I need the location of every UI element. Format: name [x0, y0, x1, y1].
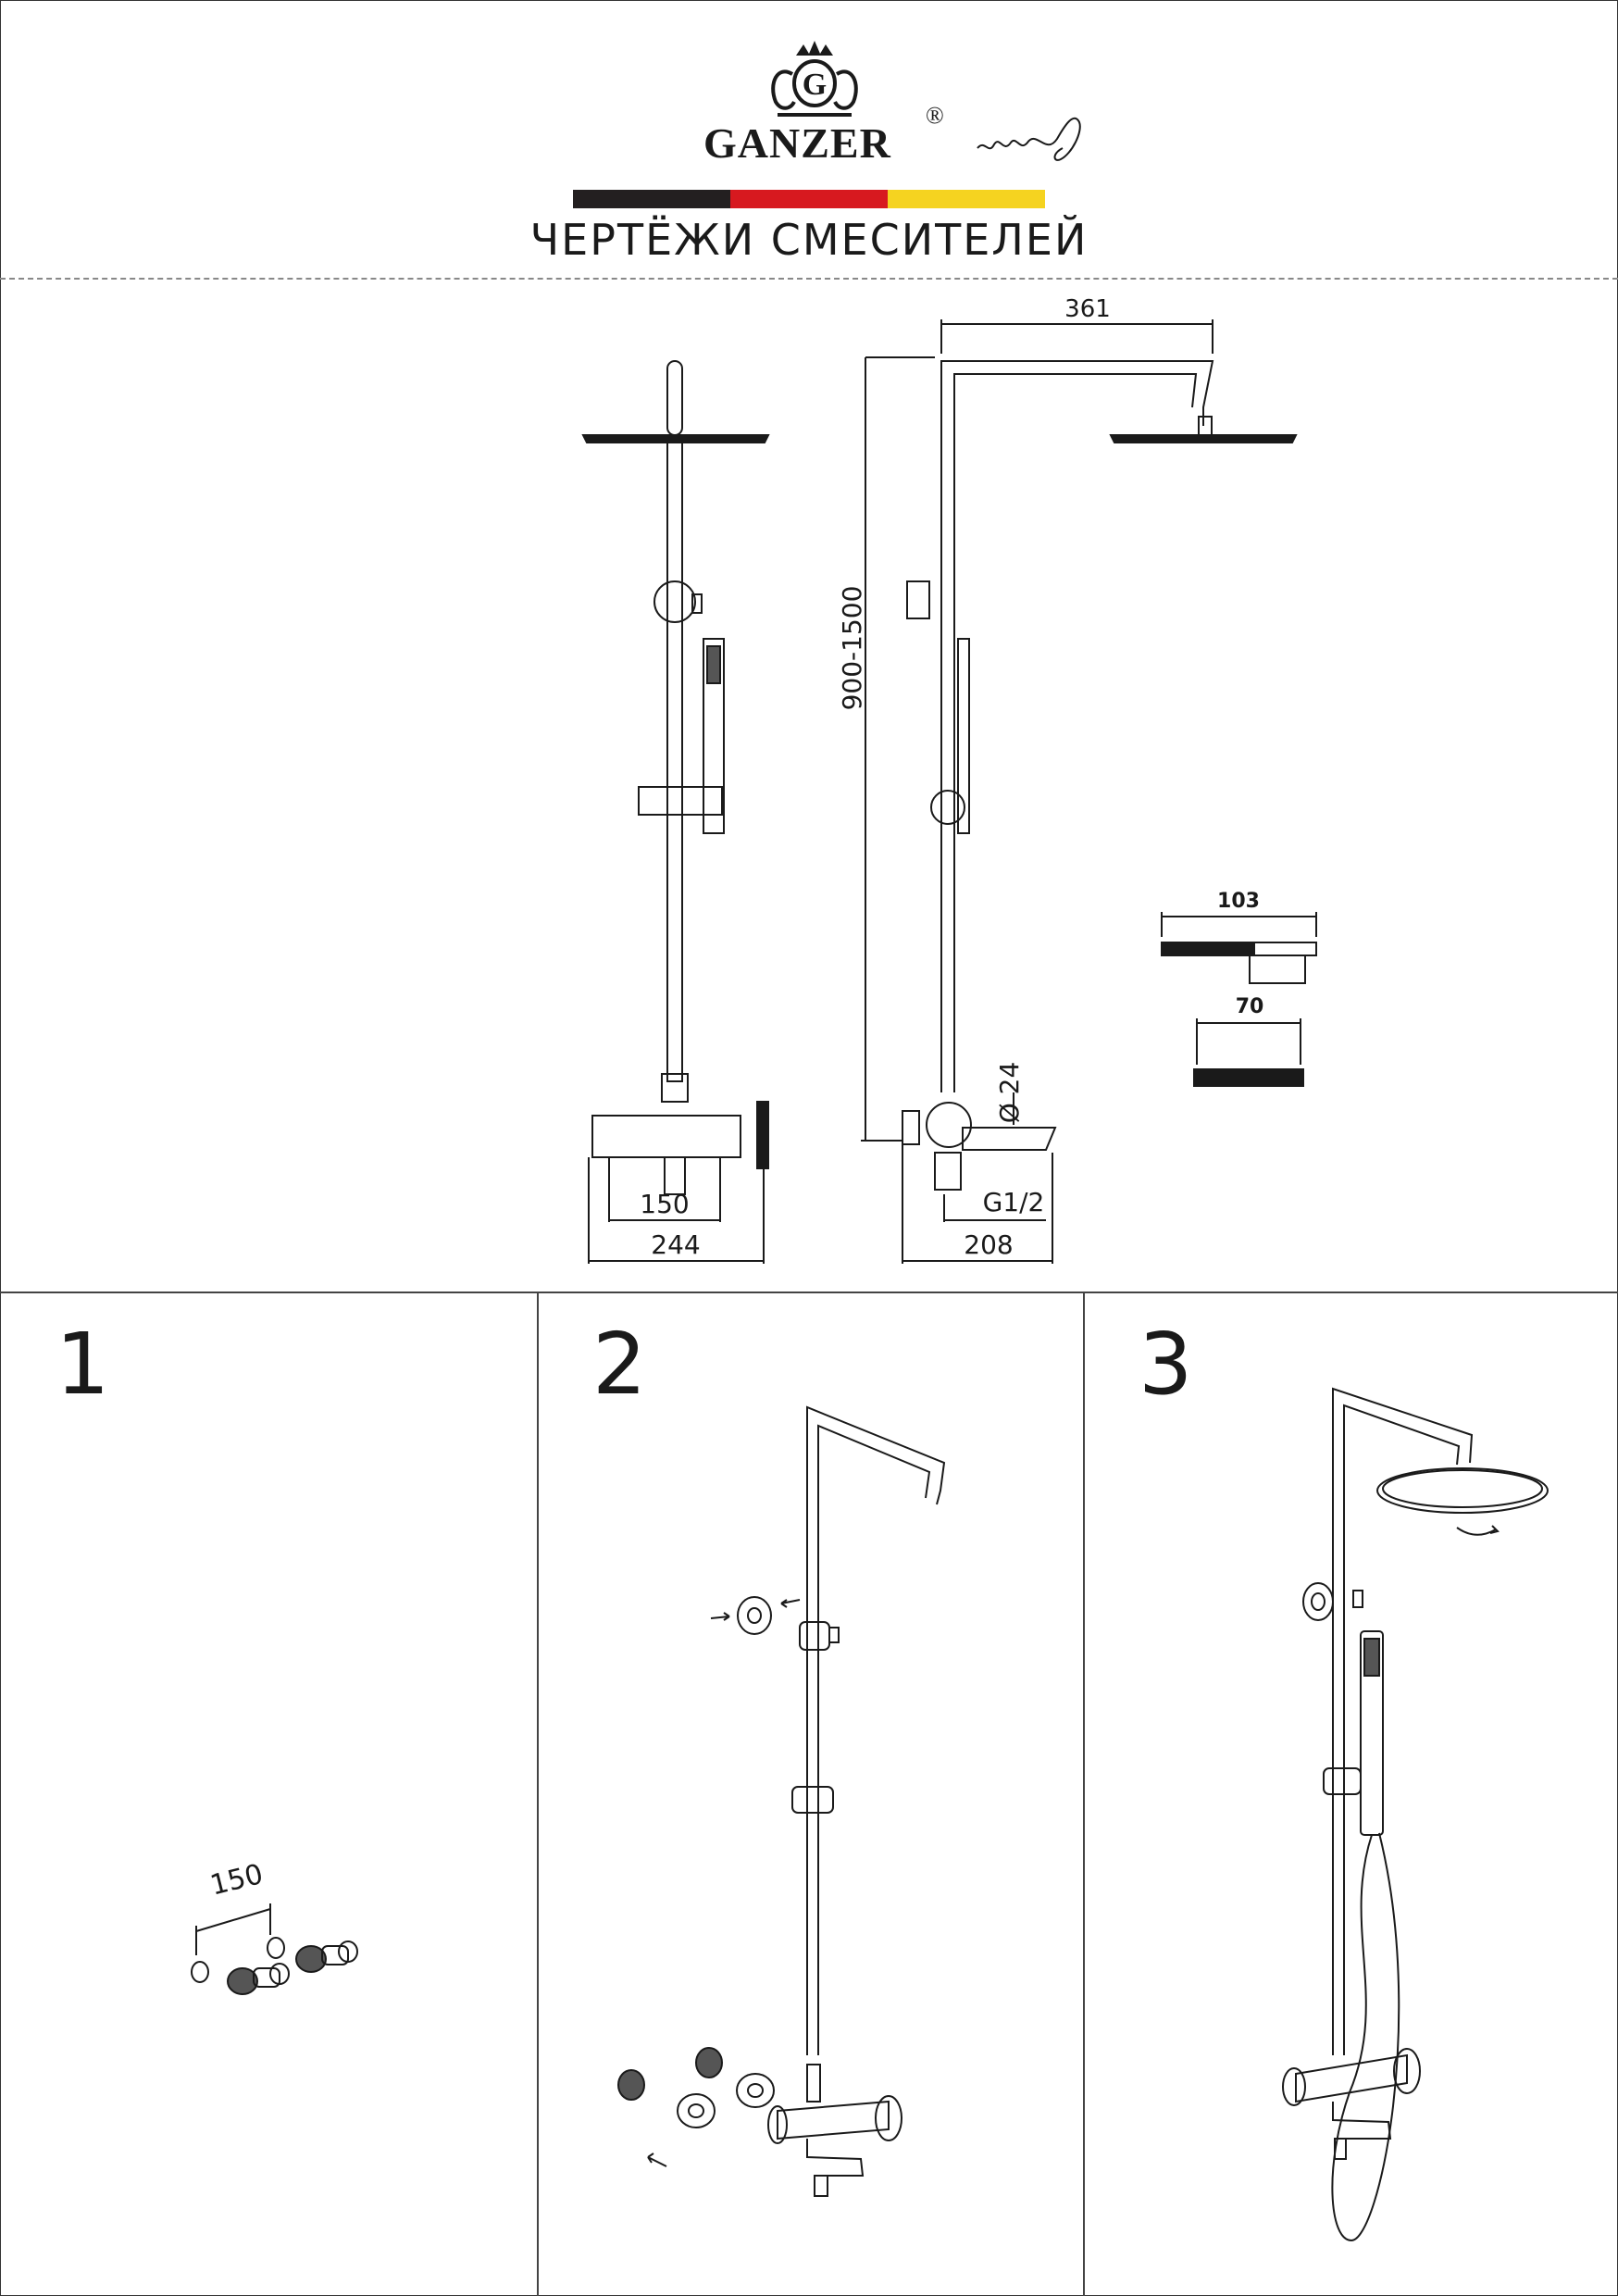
flag-stripe-red — [730, 190, 888, 208]
crown-crest-logo: G — [771, 41, 858, 117]
dim-pipe-diameter: Ø 24 — [994, 1062, 1025, 1124]
flag-stripe-black — [573, 190, 730, 208]
step-2-illustration — [617, 1405, 946, 2197]
front-view — [581, 360, 770, 1264]
step-number-2: 2 — [592, 1315, 647, 1414]
step-1-dim: 150 — [207, 1858, 267, 1903]
registered-mark: ® — [926, 102, 944, 129]
step-number-3: 3 — [1139, 1315, 1193, 1414]
page-title: ЧЕРТЁЖИ СМЕСИТЕЛЕЙ — [529, 215, 1089, 265]
step-divider-2 — [1083, 1292, 1085, 2296]
signature-icon — [977, 117, 1081, 161]
brand-name: GANZER — [703, 119, 891, 167]
dim-thread: G1/2 — [983, 1187, 1045, 1217]
step-number-1: 1 — [56, 1315, 110, 1414]
side-view — [861, 319, 1298, 1264]
dim-height: 900-1500 — [837, 586, 867, 711]
dim-handshower-length: 103 — [1217, 890, 1260, 913]
step-1-illustration: 150 — [191, 1858, 358, 1995]
step-3-illustration — [1282, 1387, 1549, 2242]
header: G GANZER ® ЧЕРТЁЖИ СМЕСИТЕЛЕЙ — [0, 0, 1618, 278]
flag-stripe-yellow — [888, 190, 1045, 208]
technical-drawing: 361 900-1500 Ø 24 G1/2 150 244 208 103 7… — [581, 295, 1317, 1264]
svg-text:G: G — [803, 68, 827, 102]
dim-inlet-spacing: 150 — [640, 1189, 689, 1219]
dim-mixer-depth: 208 — [964, 1229, 1013, 1260]
steps-divider — [0, 1292, 1618, 1293]
dim-arm-length: 361 — [1064, 295, 1111, 323]
dim-handshower-width: 70 — [1236, 995, 1264, 1018]
step-divider-1 — [537, 1292, 539, 2296]
dim-mixer-width: 244 — [651, 1229, 700, 1260]
handshower-details — [1161, 912, 1317, 1087]
header-divider — [0, 278, 1618, 280]
